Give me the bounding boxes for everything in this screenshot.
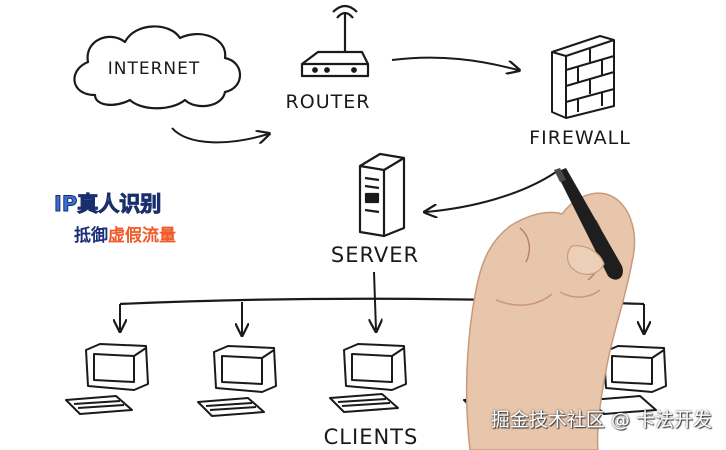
router-label: ROUTER	[286, 91, 371, 113]
arrow-internet-to-router	[171, 127, 268, 142]
hand-holding-marker-icon	[465, 168, 636, 450]
server-icon	[358, 152, 406, 238]
router-icon	[300, 4, 370, 78]
arrow-router-to-firewall	[391, 56, 518, 70]
promo-badge-title: IP真人识别	[53, 192, 162, 217]
server-label: SERVER	[331, 243, 419, 267]
arrow-firewall-to-server	[426, 171, 557, 212]
client-computer-icon	[329, 343, 407, 413]
promo-badge-subtitle-part1: 抵御	[74, 226, 108, 246]
firewall-icon	[551, 35, 615, 119]
client-computer-icon	[65, 343, 149, 415]
promo-badge-subtitle: 抵御虚假流量	[74, 221, 176, 246]
internet-label: INTERNET	[108, 59, 201, 79]
promo-badge-subtitle-part2: 虚假流量	[108, 226, 176, 246]
arrow-server-to-bus	[374, 271, 376, 330]
internet-cloud-icon	[73, 25, 241, 110]
watermark-text: 掘金技术社区 @ 卡法开发	[490, 409, 712, 431]
client-computer-icon	[197, 345, 277, 417]
clients-label: CLIENTS	[324, 425, 419, 449]
firewall-label: FIREWALL	[529, 127, 631, 149]
